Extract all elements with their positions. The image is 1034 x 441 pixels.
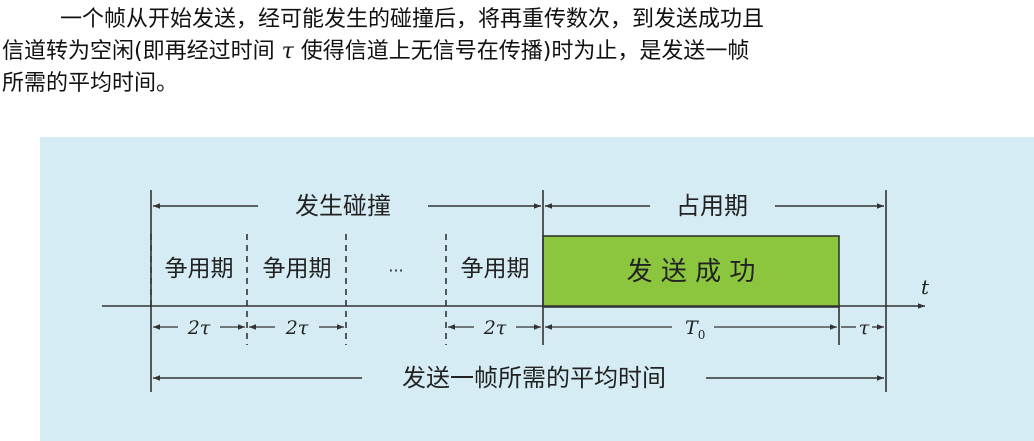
contention-label-1: 争用期 xyxy=(165,256,234,282)
paragraph-line-1: 一个帧从开始发送，经可能发生的碰撞后，将再重传数次，到发送成功且 xyxy=(60,7,765,32)
two-tau-label-3: 2τ xyxy=(483,317,507,339)
description-paragraph: 一个帧从开始发送，经可能发生的碰撞后，将再重传数次，到发送成功且 信道转为空闲(… xyxy=(2,4,1032,100)
paragraph-line-2-part-a: 信道转为空闲(即再经过时间 xyxy=(2,39,282,64)
paragraph-line-2: 信道转为空闲(即再经过时间 τ 使得信道上无信号在传播)时为止，是发送一帧 xyxy=(2,36,1032,68)
time-axis-label: t xyxy=(921,275,930,299)
collision-label: 发生碰撞 xyxy=(295,192,391,220)
tau-label: τ xyxy=(859,317,870,339)
contention-label-2: 争用期 xyxy=(263,256,332,282)
diagram-panel xyxy=(40,137,1034,441)
success-block xyxy=(542,235,840,308)
contention-label-3: 争用期 xyxy=(461,256,530,282)
tau-symbol: τ xyxy=(281,39,294,64)
paragraph-line-2-part-b: 使得信道上无信号在传播)时为止，是发送一帧 xyxy=(293,39,750,64)
two-tau-label-1: 2τ xyxy=(187,317,211,339)
contention-ellipsis: ··· xyxy=(388,261,403,280)
t0-label: T0 xyxy=(685,317,705,342)
two-tau-label-2: 2τ xyxy=(285,317,309,339)
success-label: 发 送 成 功 xyxy=(627,257,756,287)
avg-time-label: 发送一帧所需的平均时间 xyxy=(402,364,666,392)
occupy-label: 占用期 xyxy=(676,192,748,220)
paragraph-line-3: 所需的平均时间。 xyxy=(2,71,179,96)
t0-subscript: 0 xyxy=(698,328,706,342)
t0-main: T xyxy=(685,317,699,339)
